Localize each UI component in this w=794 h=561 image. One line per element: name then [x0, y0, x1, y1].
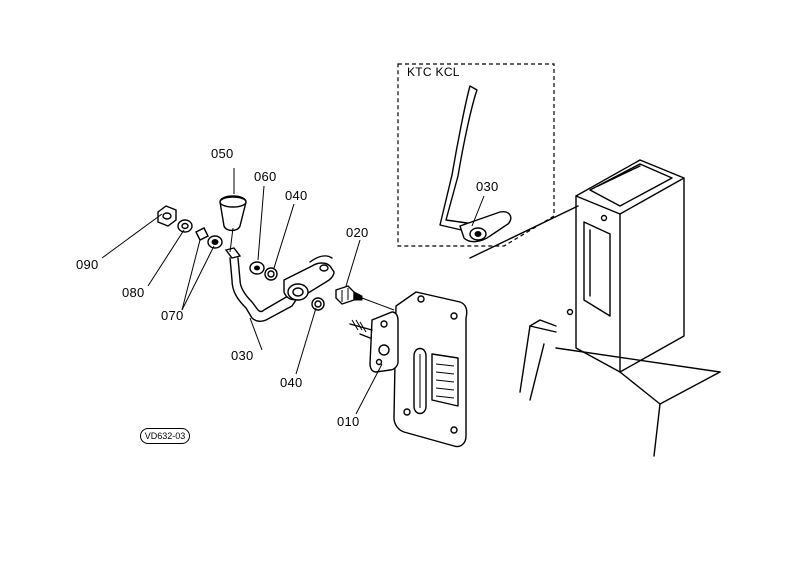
- guide-plate: [393, 291, 468, 448]
- label-030-inset: 030: [476, 179, 499, 194]
- bolt: [335, 285, 395, 311]
- label-050: 050: [211, 146, 234, 161]
- label-020: 020: [346, 225, 369, 240]
- label-030: 030: [231, 348, 254, 363]
- inset-variant-box: [397, 63, 555, 247]
- bracket-plate: [349, 311, 399, 373]
- label-040-upper: 040: [285, 188, 308, 203]
- label-060: 060: [254, 169, 277, 184]
- label-070: 070: [161, 308, 184, 323]
- shift-lever: [224, 247, 335, 323]
- inset-title: KTC KCL: [407, 65, 460, 79]
- console-housing: [469, 159, 721, 457]
- label-040-lower: 040: [280, 375, 303, 390]
- inset-lever-rod: [439, 85, 478, 233]
- knob: [219, 195, 247, 253]
- washers-upper: [249, 261, 278, 281]
- leader-lines: [101, 168, 485, 415]
- drawing-code-tag: VD632-03: [140, 428, 190, 444]
- label-010: 010: [337, 414, 360, 429]
- label-090: 090: [76, 257, 99, 272]
- label-080: 080: [122, 285, 145, 300]
- bushing-lower: [311, 297, 325, 311]
- nut-and-washers: [157, 205, 223, 249]
